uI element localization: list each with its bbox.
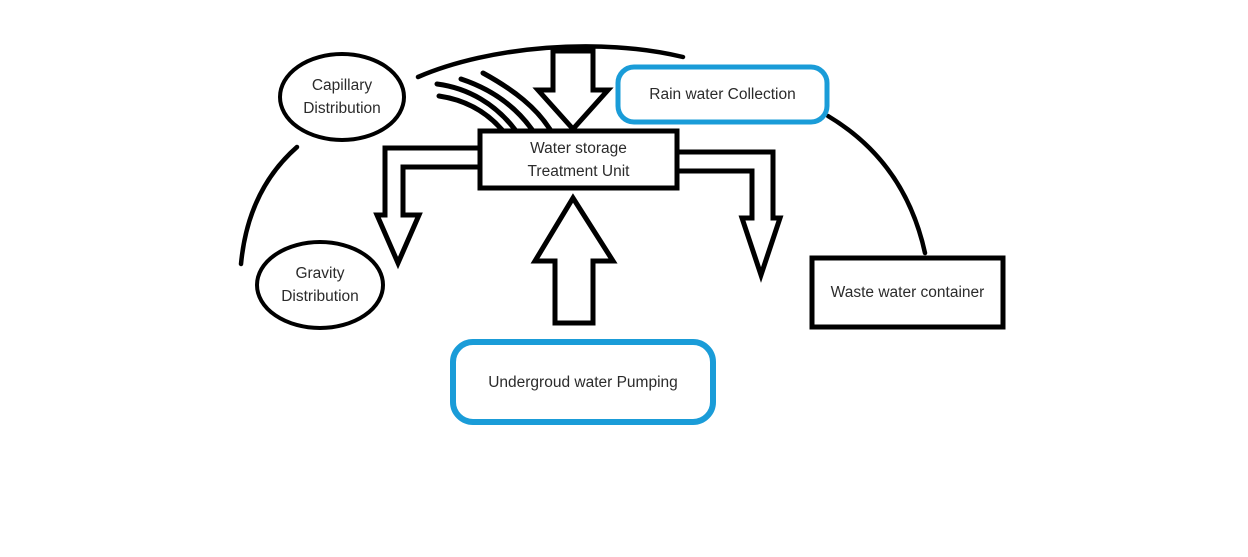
down-block-arrow	[532, 48, 614, 133]
capillary-stream-line-2	[436, 93, 506, 134]
storage-node-shape	[477, 128, 680, 191]
up-block-arrow	[530, 193, 618, 326]
capillary-stream-line-4	[480, 70, 554, 134]
waste-node-shape	[809, 255, 1006, 330]
capillary-node-shape	[278, 52, 406, 142]
left-elbow-arrow	[373, 145, 480, 270]
top-arc-curve	[415, 44, 686, 80]
underground-node-shape	[450, 339, 716, 425]
capillary-stream-line-1	[434, 81, 519, 134]
right-elbow-arrow	[675, 149, 784, 283]
gravity-node-shape	[255, 240, 385, 330]
rain-to-waste-arc	[825, 113, 928, 256]
capillary-stream-line-3	[458, 76, 536, 134]
rain-node-shape	[615, 64, 830, 125]
capillary-to-gravity-arc	[238, 144, 300, 267]
